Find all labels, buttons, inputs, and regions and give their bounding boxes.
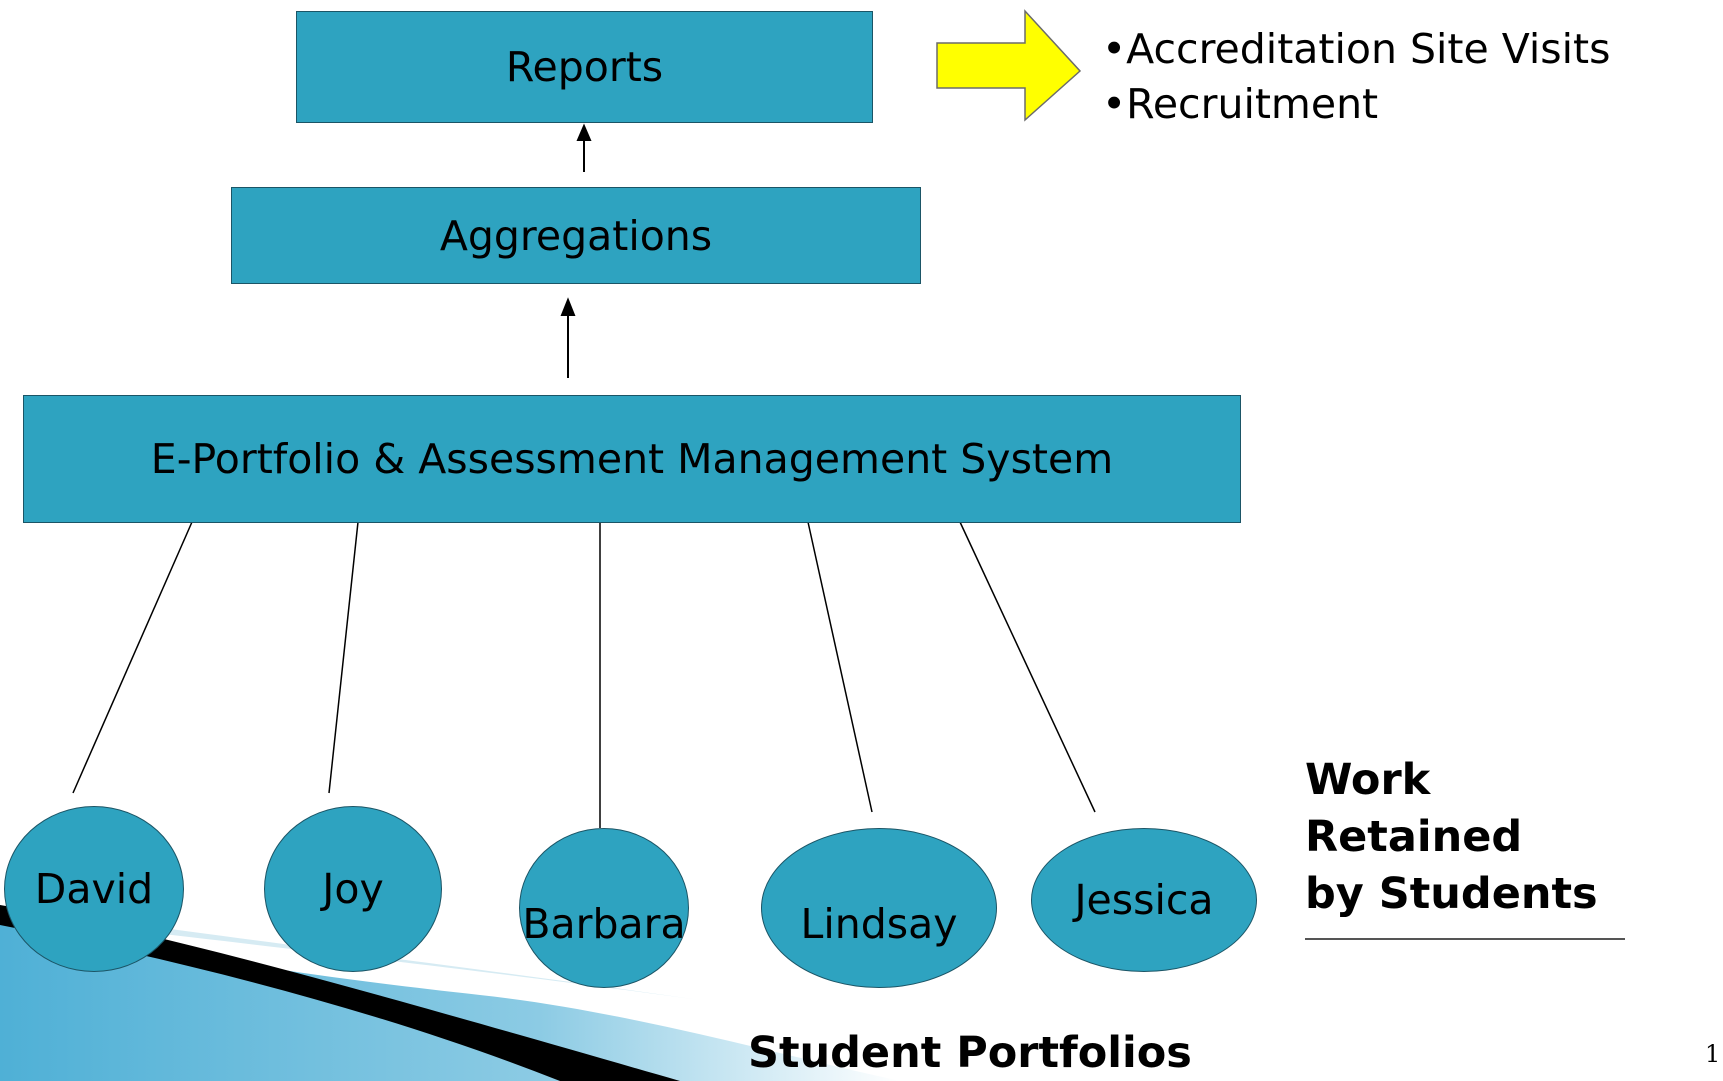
swoosh-light	[0, 910, 900, 1081]
system-label: E-Portfolio & Assessment Management Syst…	[150, 435, 1114, 483]
connector-david	[72, 521, 193, 794]
student-node-jessica: Jessica	[1031, 828, 1257, 972]
connector-jessica	[959, 521, 1096, 813]
student-node-david: David	[4, 806, 184, 972]
student-name: David	[34, 865, 154, 913]
page-number: 1	[1705, 1040, 1721, 1068]
use-item: •Accreditation Site Visits	[1102, 25, 1611, 73]
work-retained-label: Work Retained by Students	[1305, 752, 1598, 923]
student-node-barbara: Barbara	[519, 828, 689, 988]
connector-lindsay	[807, 521, 873, 813]
student-name: Joy	[322, 865, 384, 913]
student-name: Lindsay	[800, 900, 958, 948]
use-item: •Recruitment	[1102, 80, 1379, 128]
connector-joy	[328, 521, 359, 794]
system-box: E-Portfolio & Assessment Management Syst…	[23, 395, 1241, 523]
footer-title: Student Portfolios	[748, 1028, 1192, 1078]
student-connectors	[72, 521, 1096, 828]
student-name: Barbara	[522, 900, 686, 948]
arrow-system-to-aggregations	[560, 297, 576, 378]
aggregations-label: Aggregations	[439, 211, 713, 260]
student-node-lindsay: Lindsay	[761, 828, 997, 988]
swoosh-pale	[0, 905, 700, 1000]
student-node-joy: Joy	[264, 806, 442, 972]
student-name: Jessica	[1074, 876, 1214, 924]
work-line: by Students	[1305, 869, 1598, 919]
work-line: Retained	[1305, 812, 1523, 862]
uses-list: •Accreditation Site Visits •Recruitment	[1102, 22, 1610, 132]
work-line: Work	[1305, 755, 1431, 805]
reports-box: Reports	[296, 11, 873, 123]
aggregations-box: Aggregations	[231, 187, 921, 284]
arrow-aggregations-to-reports	[576, 123, 592, 172]
swoosh-dark	[0, 905, 680, 1081]
reports-label: Reports	[505, 43, 664, 91]
work-divider	[1305, 938, 1625, 940]
yellow-arrow-icon	[936, 9, 1082, 122]
